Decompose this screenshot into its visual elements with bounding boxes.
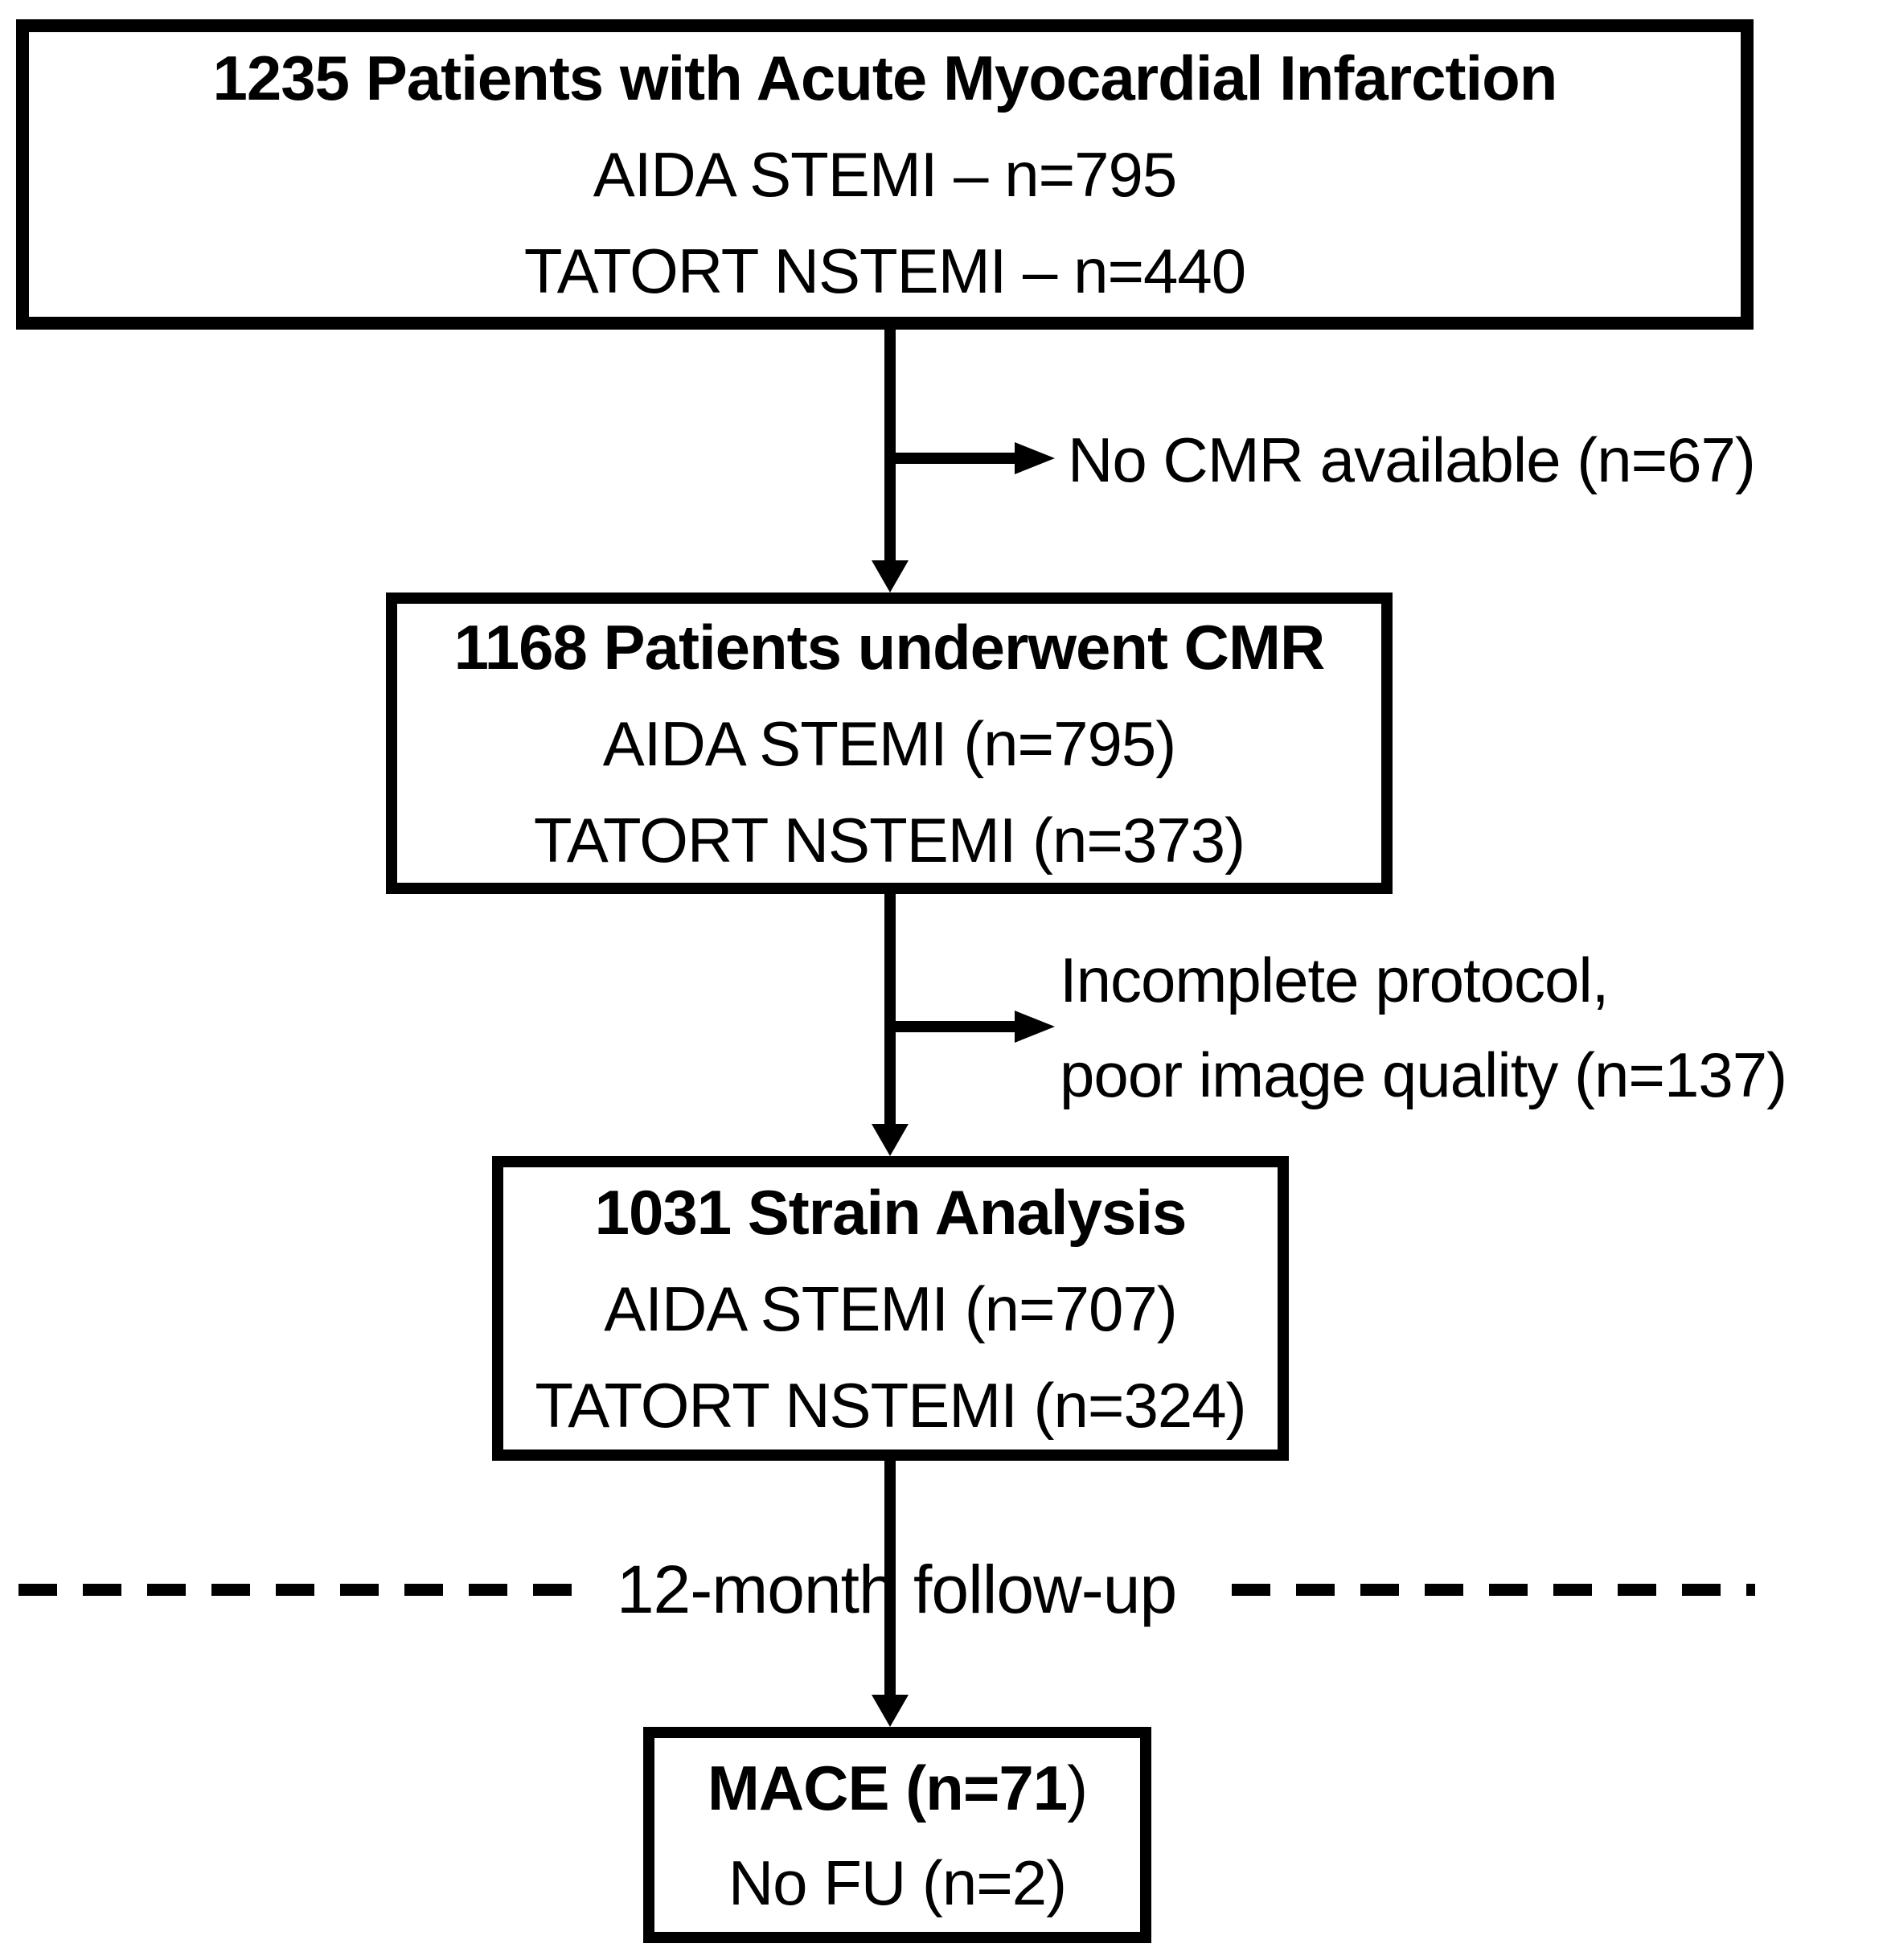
exclusion-incomplete-line-1: Incomplete protocol, bbox=[1060, 945, 1609, 1015]
box-underwent-cmr-title: 1168 Patients underwent CMR bbox=[453, 611, 1326, 683]
box-acute-mi-line-tatort: TATORT NSTEMI – n=440 bbox=[523, 236, 1246, 306]
box-strain-analysis-line-aida: AIDA STEMI (n=707) bbox=[604, 1273, 1177, 1344]
box-mace: MACE (n=71) No FU (n=2) bbox=[643, 1727, 1151, 1943]
box-acute-mi-line-aida: AIDA STEMI – n=795 bbox=[593, 139, 1178, 210]
box-mace-line-no-fu: No FU (n=2) bbox=[728, 1847, 1067, 1918]
arrowhead-down-icon-1 bbox=[872, 560, 909, 593]
exclusion-label-incomplete-protocol: Incomplete protocol, poor image quality … bbox=[1060, 933, 1787, 1122]
followup-divider-label: 12-month follow-up bbox=[616, 1552, 1177, 1627]
box-mace-title: MACE (n=71) bbox=[707, 1741, 1088, 1835]
box-underwent-cmr: 1168 Patients underwent CMR AIDA STEMI (… bbox=[386, 593, 1393, 894]
box-underwent-cmr-line-aida: AIDA STEMI (n=795) bbox=[602, 707, 1176, 779]
box-acute-mi: 1235 Patients with Acute Myocardial Infa… bbox=[16, 19, 1754, 330]
arrowhead-down-icon-3 bbox=[872, 1695, 909, 1727]
arrowhead-right-icon-2 bbox=[1015, 1011, 1055, 1043]
connector-line-2 bbox=[884, 894, 896, 1126]
exclusion-branch-line-1 bbox=[890, 453, 1015, 464]
followup-divider-dash-right bbox=[1232, 1584, 1755, 1596]
box-mace-title-paren: ) bbox=[1067, 1752, 1088, 1823]
connector-line-1 bbox=[884, 330, 896, 563]
exclusion-label-no-cmr: No CMR available (n=67) bbox=[1068, 412, 1756, 507]
box-strain-analysis-line-tatort: TATORT NSTEMI (n=324) bbox=[535, 1369, 1246, 1441]
exclusion-branch-line-2 bbox=[890, 1021, 1015, 1032]
arrowhead-right-icon-1 bbox=[1015, 442, 1055, 474]
box-acute-mi-title: 1235 Patients with Acute Myocardial Infa… bbox=[212, 43, 1558, 113]
box-mace-title-bold: MACE (n=71 bbox=[707, 1752, 1068, 1823]
box-underwent-cmr-line-tatort: TATORT NSTEMI (n=373) bbox=[533, 804, 1245, 875]
followup-divider-dash-left bbox=[18, 1584, 573, 1596]
exclusion-incomplete-line-2: poor image quality (n=137) bbox=[1060, 1039, 1787, 1110]
box-strain-analysis-title: 1031 Strain Analysis bbox=[594, 1176, 1188, 1248]
exclusion-no-cmr-line: No CMR available (n=67) bbox=[1068, 424, 1756, 495]
connector-line-3 bbox=[884, 1461, 896, 1696]
arrowhead-down-icon-2 bbox=[872, 1124, 909, 1156]
box-strain-analysis: 1031 Strain Analysis AIDA STEMI (n=707) … bbox=[492, 1156, 1289, 1461]
